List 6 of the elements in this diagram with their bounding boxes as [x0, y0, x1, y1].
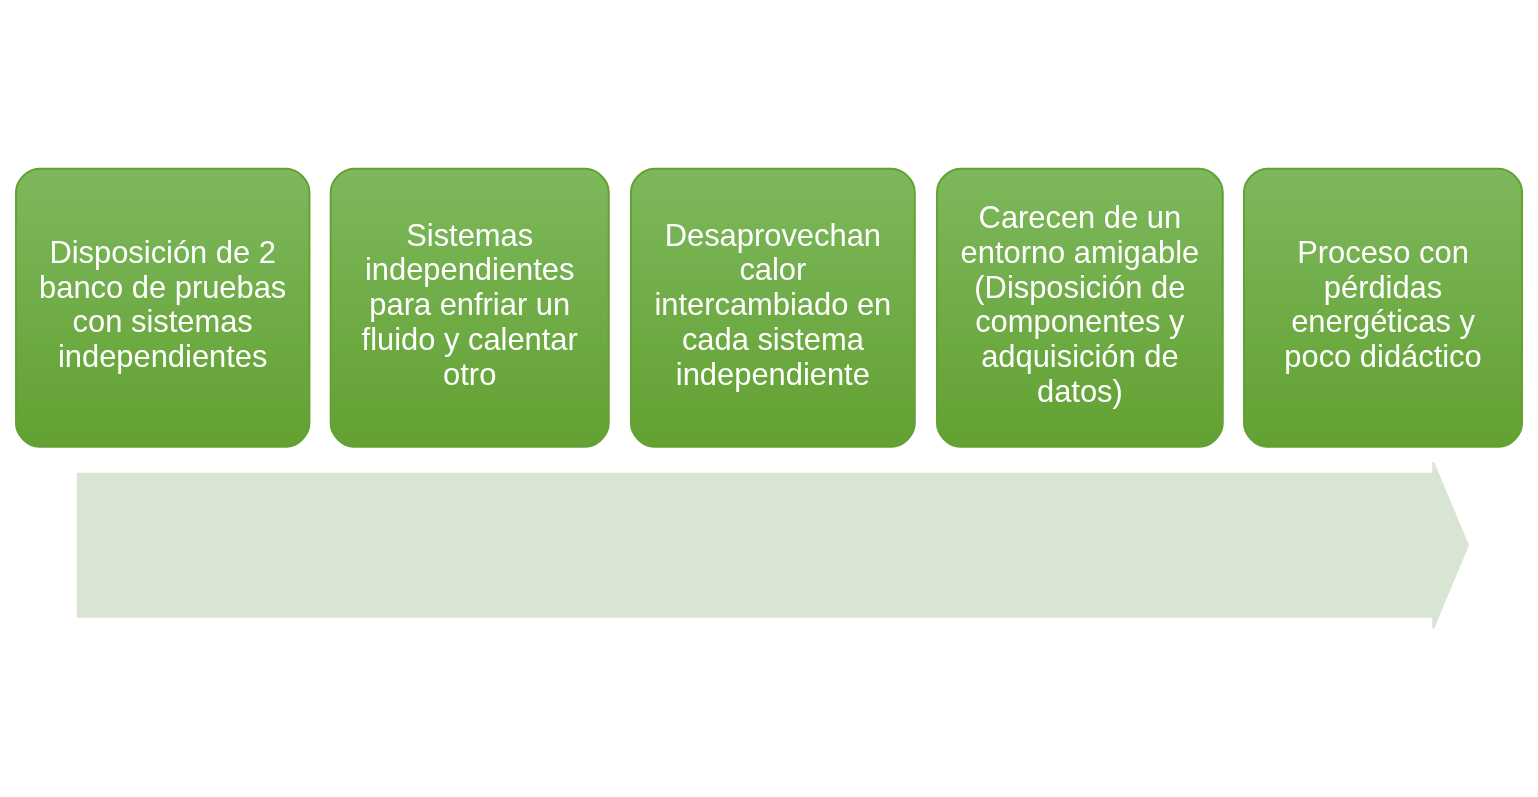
- node-arrow: [76, 461, 1470, 630]
- node-box: Sistemas independientes para enfriar un fluido y calentar otro: [329, 167, 610, 448]
- node-box: Disposición de 2 banco de pruebas con sistemas independientes: [15, 167, 311, 448]
- node-box: Proceso con pérdidas energéticas y poco didáctico: [1243, 167, 1523, 448]
- node-box: Desaprovechan calor intercambiado en cada sistema independiente: [629, 167, 916, 448]
- node-box: Carecen de un entorno amigable (Disposición de componentes y adquisición de datos): [936, 167, 1224, 448]
